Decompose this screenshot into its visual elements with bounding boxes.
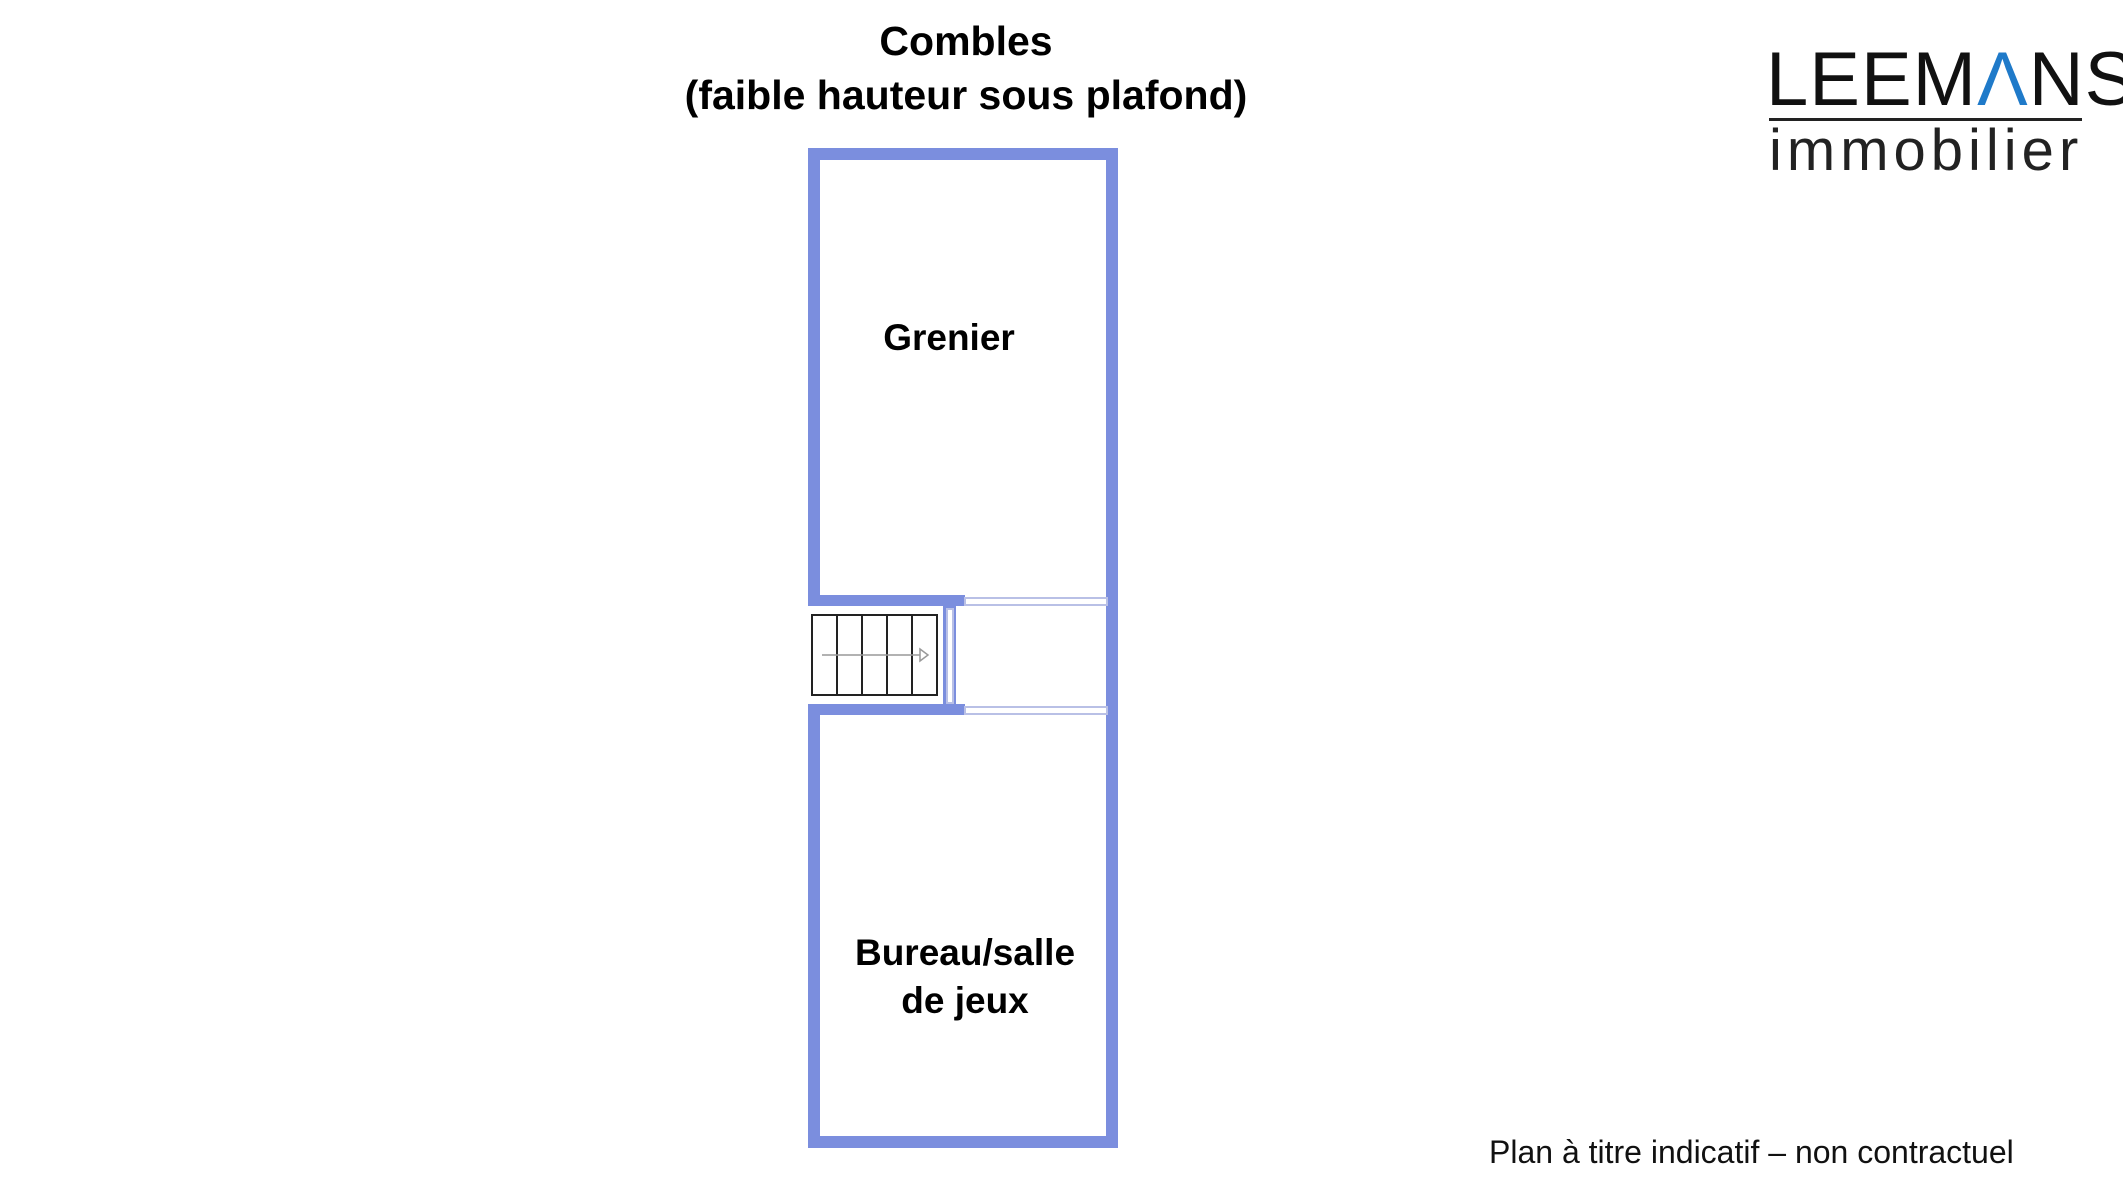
logo-leemans: LEEMΛNS: [1766, 37, 2123, 122]
stair-railing: [946, 608, 954, 704]
wall-left-upper: [808, 148, 820, 606]
stair-direction-arrow-icon: [822, 647, 930, 663]
room-label-bureau: Bureau/salle de jeux: [815, 929, 1115, 1025]
room-label-grenier: Grenier: [883, 317, 1015, 358]
logo-divider: [1769, 118, 2082, 121]
wall-upper-room-bottom: [808, 595, 965, 606]
room-label-line-1: Bureau/salle: [854, 932, 1076, 973]
wall-right: [1106, 148, 1118, 1148]
title-line-2: (faible hauteur sous plafond): [684, 72, 1248, 118]
opening-lower: [964, 706, 1108, 715]
title-line-1: Combles: [879, 18, 1053, 64]
wall-bottom: [808, 1136, 1118, 1148]
disclaimer: Plan à titre indicatif – non contractuel: [1489, 1134, 2014, 1170]
plan-title: Combles (faible hauteur sous plafond): [566, 14, 1366, 122]
wall-top: [808, 148, 1118, 160]
wall-lower-room-top: [808, 704, 965, 715]
room-label-line-2: de jeux: [901, 980, 1029, 1021]
logo-immobilier: immobilier: [1769, 118, 2084, 183]
wall-left-lower: [808, 704, 820, 1148]
opening-upper: [964, 597, 1108, 606]
